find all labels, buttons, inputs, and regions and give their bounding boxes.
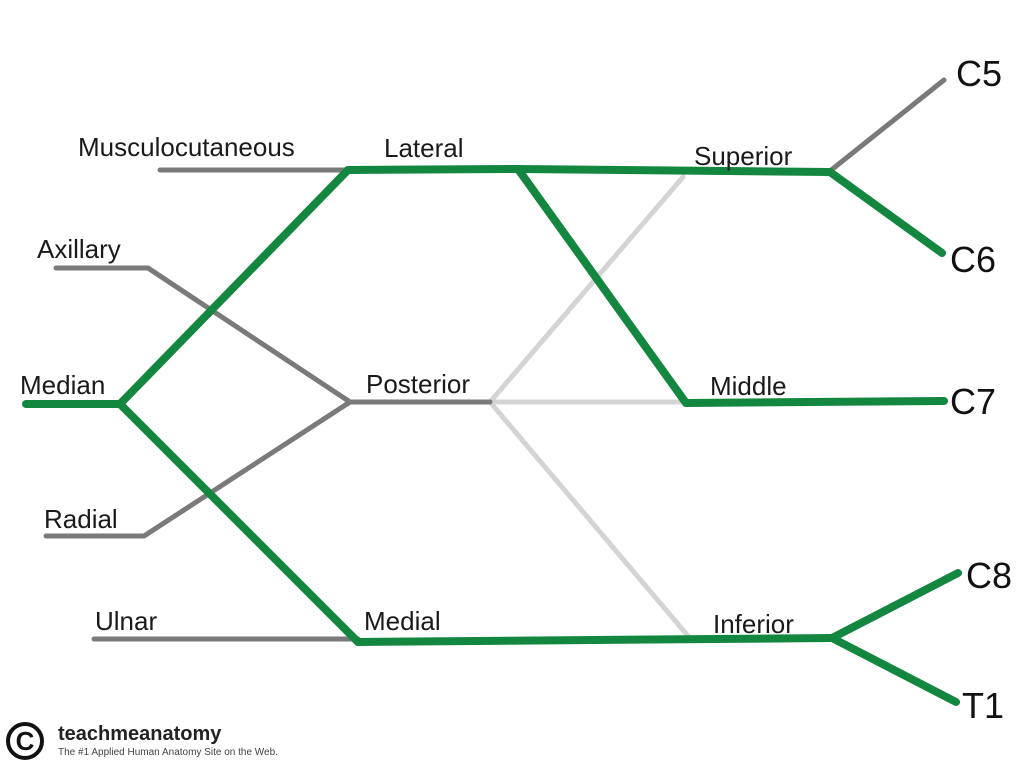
radial-line <box>43 399 353 539</box>
label-median: Median <box>20 370 105 400</box>
label-c8: C8 <box>966 555 1012 596</box>
axillary-line <box>53 265 353 405</box>
label-c5: C5 <box>956 53 1002 94</box>
label-c6: C6 <box>950 239 996 280</box>
superior-to-posterior-line <box>487 174 686 405</box>
c6-line <box>826 168 946 257</box>
label-inferior: Inferior <box>713 609 794 639</box>
t1-line <box>828 634 960 706</box>
faint-connections <box>487 174 691 639</box>
site-footer: C teachmeanatomy The #1 Applied Human An… <box>6 722 278 766</box>
posterior-to-inferior-line <box>487 399 691 639</box>
active-pathway <box>22 165 962 706</box>
label-medial: Medial <box>364 606 441 636</box>
lateral-to-middle-line <box>514 165 948 407</box>
label-ulnar: Ulnar <box>95 606 157 636</box>
label-t1: T1 <box>962 685 1004 726</box>
label-superior: Superior <box>694 141 793 171</box>
label-posterior: Posterior <box>366 369 470 399</box>
label-axillary: Axillary <box>37 234 121 264</box>
c8-line <box>828 569 962 642</box>
c5-line <box>827 77 947 174</box>
brand-tagline: The #1 Applied Human Anatomy Site on the… <box>58 747 278 758</box>
label-musculocutaneous: Musculocutaneous <box>78 132 295 162</box>
label-lateral: Lateral <box>384 133 464 163</box>
brand-block: teachmeanatomy The #1 Applied Human Anat… <box>58 722 278 760</box>
median-to-medial-line <box>116 400 362 646</box>
label-middle: Middle <box>710 371 787 401</box>
medial-inferior-line <box>354 634 836 646</box>
brand-name: teachmeanatomy <box>58 723 222 745</box>
label-c7: C7 <box>950 381 996 422</box>
median-to-lateral-line <box>116 166 352 408</box>
inactive-nerves <box>43 77 947 642</box>
copyright-logo-icon: C <box>6 722 44 760</box>
label-radial: Radial <box>44 504 118 534</box>
